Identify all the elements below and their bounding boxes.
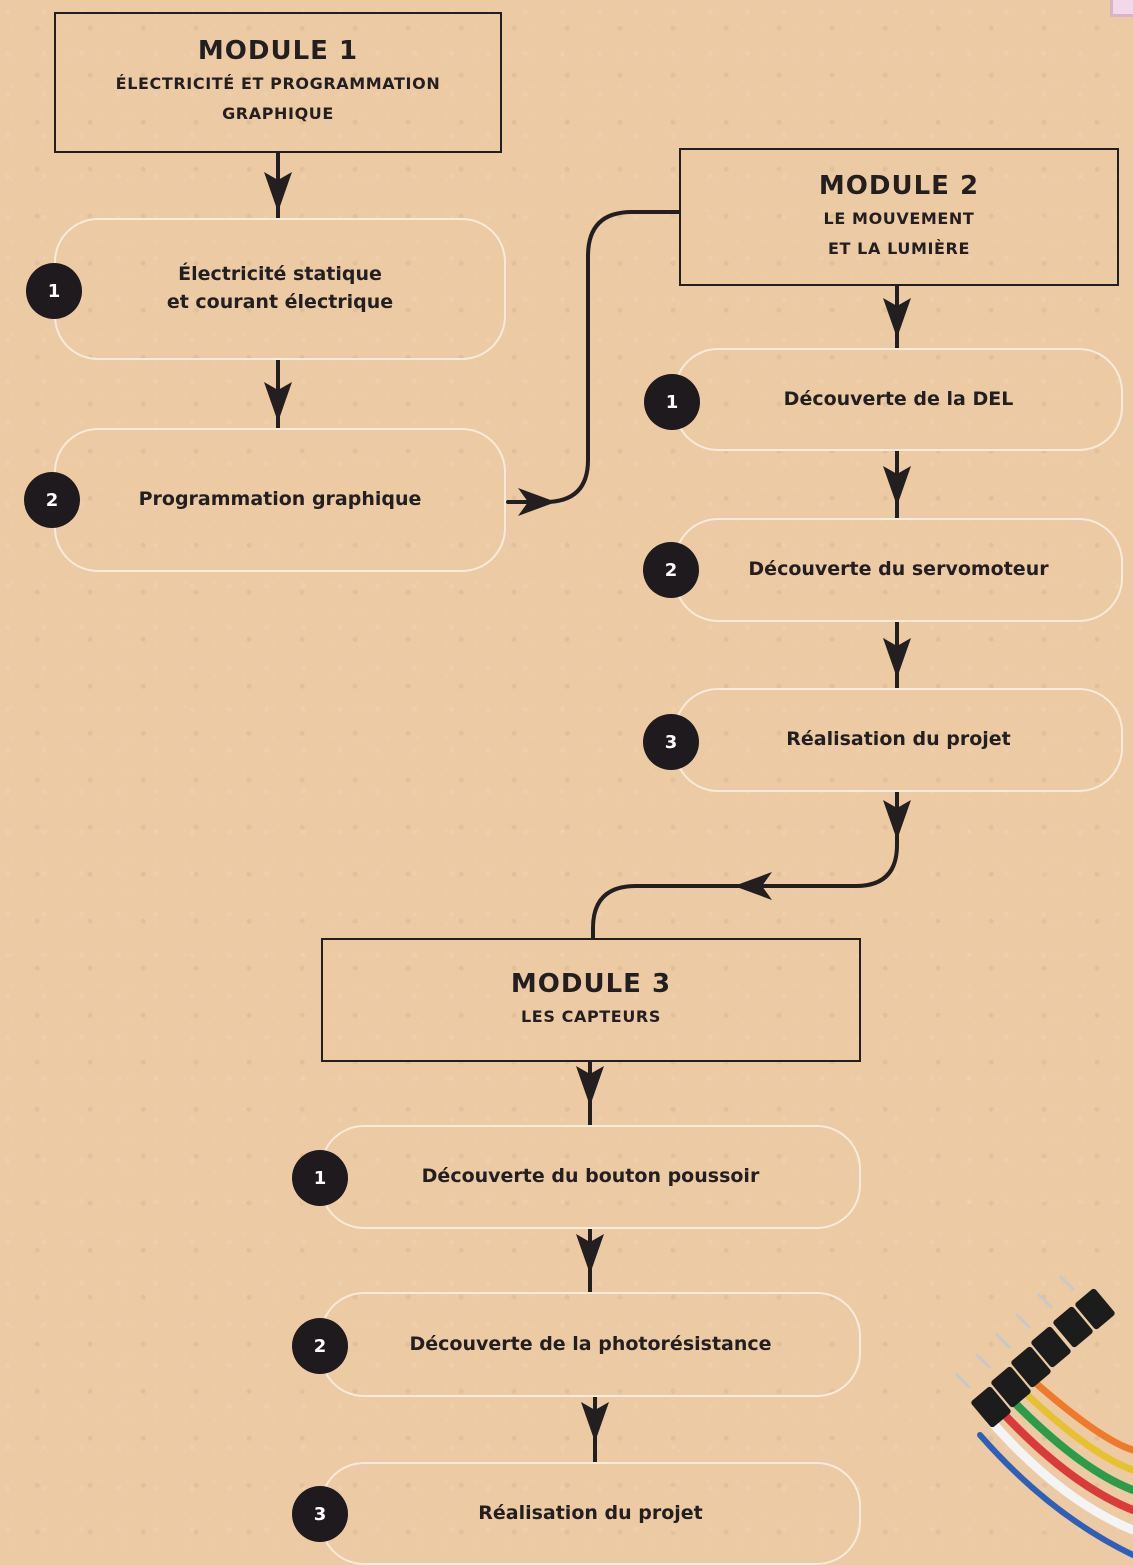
module-1-subtitle-line1: ÉLECTRICITÉ ET PROGRAMMATION	[115, 74, 441, 93]
step-label: Programmation graphique	[138, 488, 422, 511]
jumper-wires-image	[954, 1274, 1133, 1558]
module-3-title: MODULE 3	[510, 968, 672, 999]
module-1-step-2: Programmation graphique	[54, 428, 506, 572]
module-3-step-2: Découverte de la photorésistance	[320, 1292, 861, 1397]
module-2-subtitle-line2: ET LA LUMIÈRE	[827, 238, 971, 258]
module-3-box: MODULE 3 LES CAPTEURS	[321, 938, 861, 1062]
step-number-badge: 3	[292, 1486, 348, 1542]
step-number-badge: 2	[292, 1318, 348, 1374]
step-number-badge: 3	[643, 714, 699, 770]
step-label: Réalisation du projet	[786, 728, 1011, 751]
step-label: Découverte du servomoteur	[748, 558, 1049, 581]
module-2-step-3: Réalisation du projet	[674, 688, 1123, 792]
corner-tab	[1110, 0, 1133, 17]
module-3-step-3: Réalisation du projet	[320, 1462, 861, 1565]
module-3-step-1: Découverte du bouton poussoir	[320, 1125, 861, 1229]
module-2-box: MODULE 2 LE MOUVEMENT ET LA LUMIÈRE	[679, 148, 1119, 286]
module-1-title: MODULE 1	[197, 36, 359, 67]
module-1-subtitle-line2: GRAPHIQUE	[222, 104, 334, 124]
step-number-badge: 2	[643, 542, 699, 598]
module-1-box: MODULE 1 ÉLECTRICITÉ ET PROGRAMMATION GR…	[54, 12, 502, 153]
module-2-subtitle-line1: LE MOUVEMENT	[823, 208, 975, 228]
step-label: Découverte de la DEL	[783, 387, 1014, 410]
step-number-badge: 2	[24, 472, 80, 528]
step-label-line2: et courant électrique	[166, 291, 394, 313]
module-2-title: MODULE 2	[818, 170, 980, 201]
step-label: Réalisation du projet	[478, 1501, 703, 1524]
step-number-badge: 1	[292, 1150, 348, 1206]
module-2-step-1: Découverte de la DEL	[674, 348, 1123, 451]
step-number-badge: 1	[26, 263, 82, 319]
step-number-badge: 1	[644, 374, 700, 430]
step-label: Découverte de la photorésistance	[409, 1332, 772, 1355]
module-2-step-2: Découverte du servomoteur	[674, 518, 1123, 622]
module-3-subtitle-line1: LES CAPTEURS	[521, 1006, 661, 1026]
step-label-line1: Électricité statique	[178, 263, 382, 286]
module-1-step-1: Électricité statique et courant électriq…	[54, 218, 506, 360]
step-label: Découverte du bouton poussoir	[421, 1165, 760, 1188]
